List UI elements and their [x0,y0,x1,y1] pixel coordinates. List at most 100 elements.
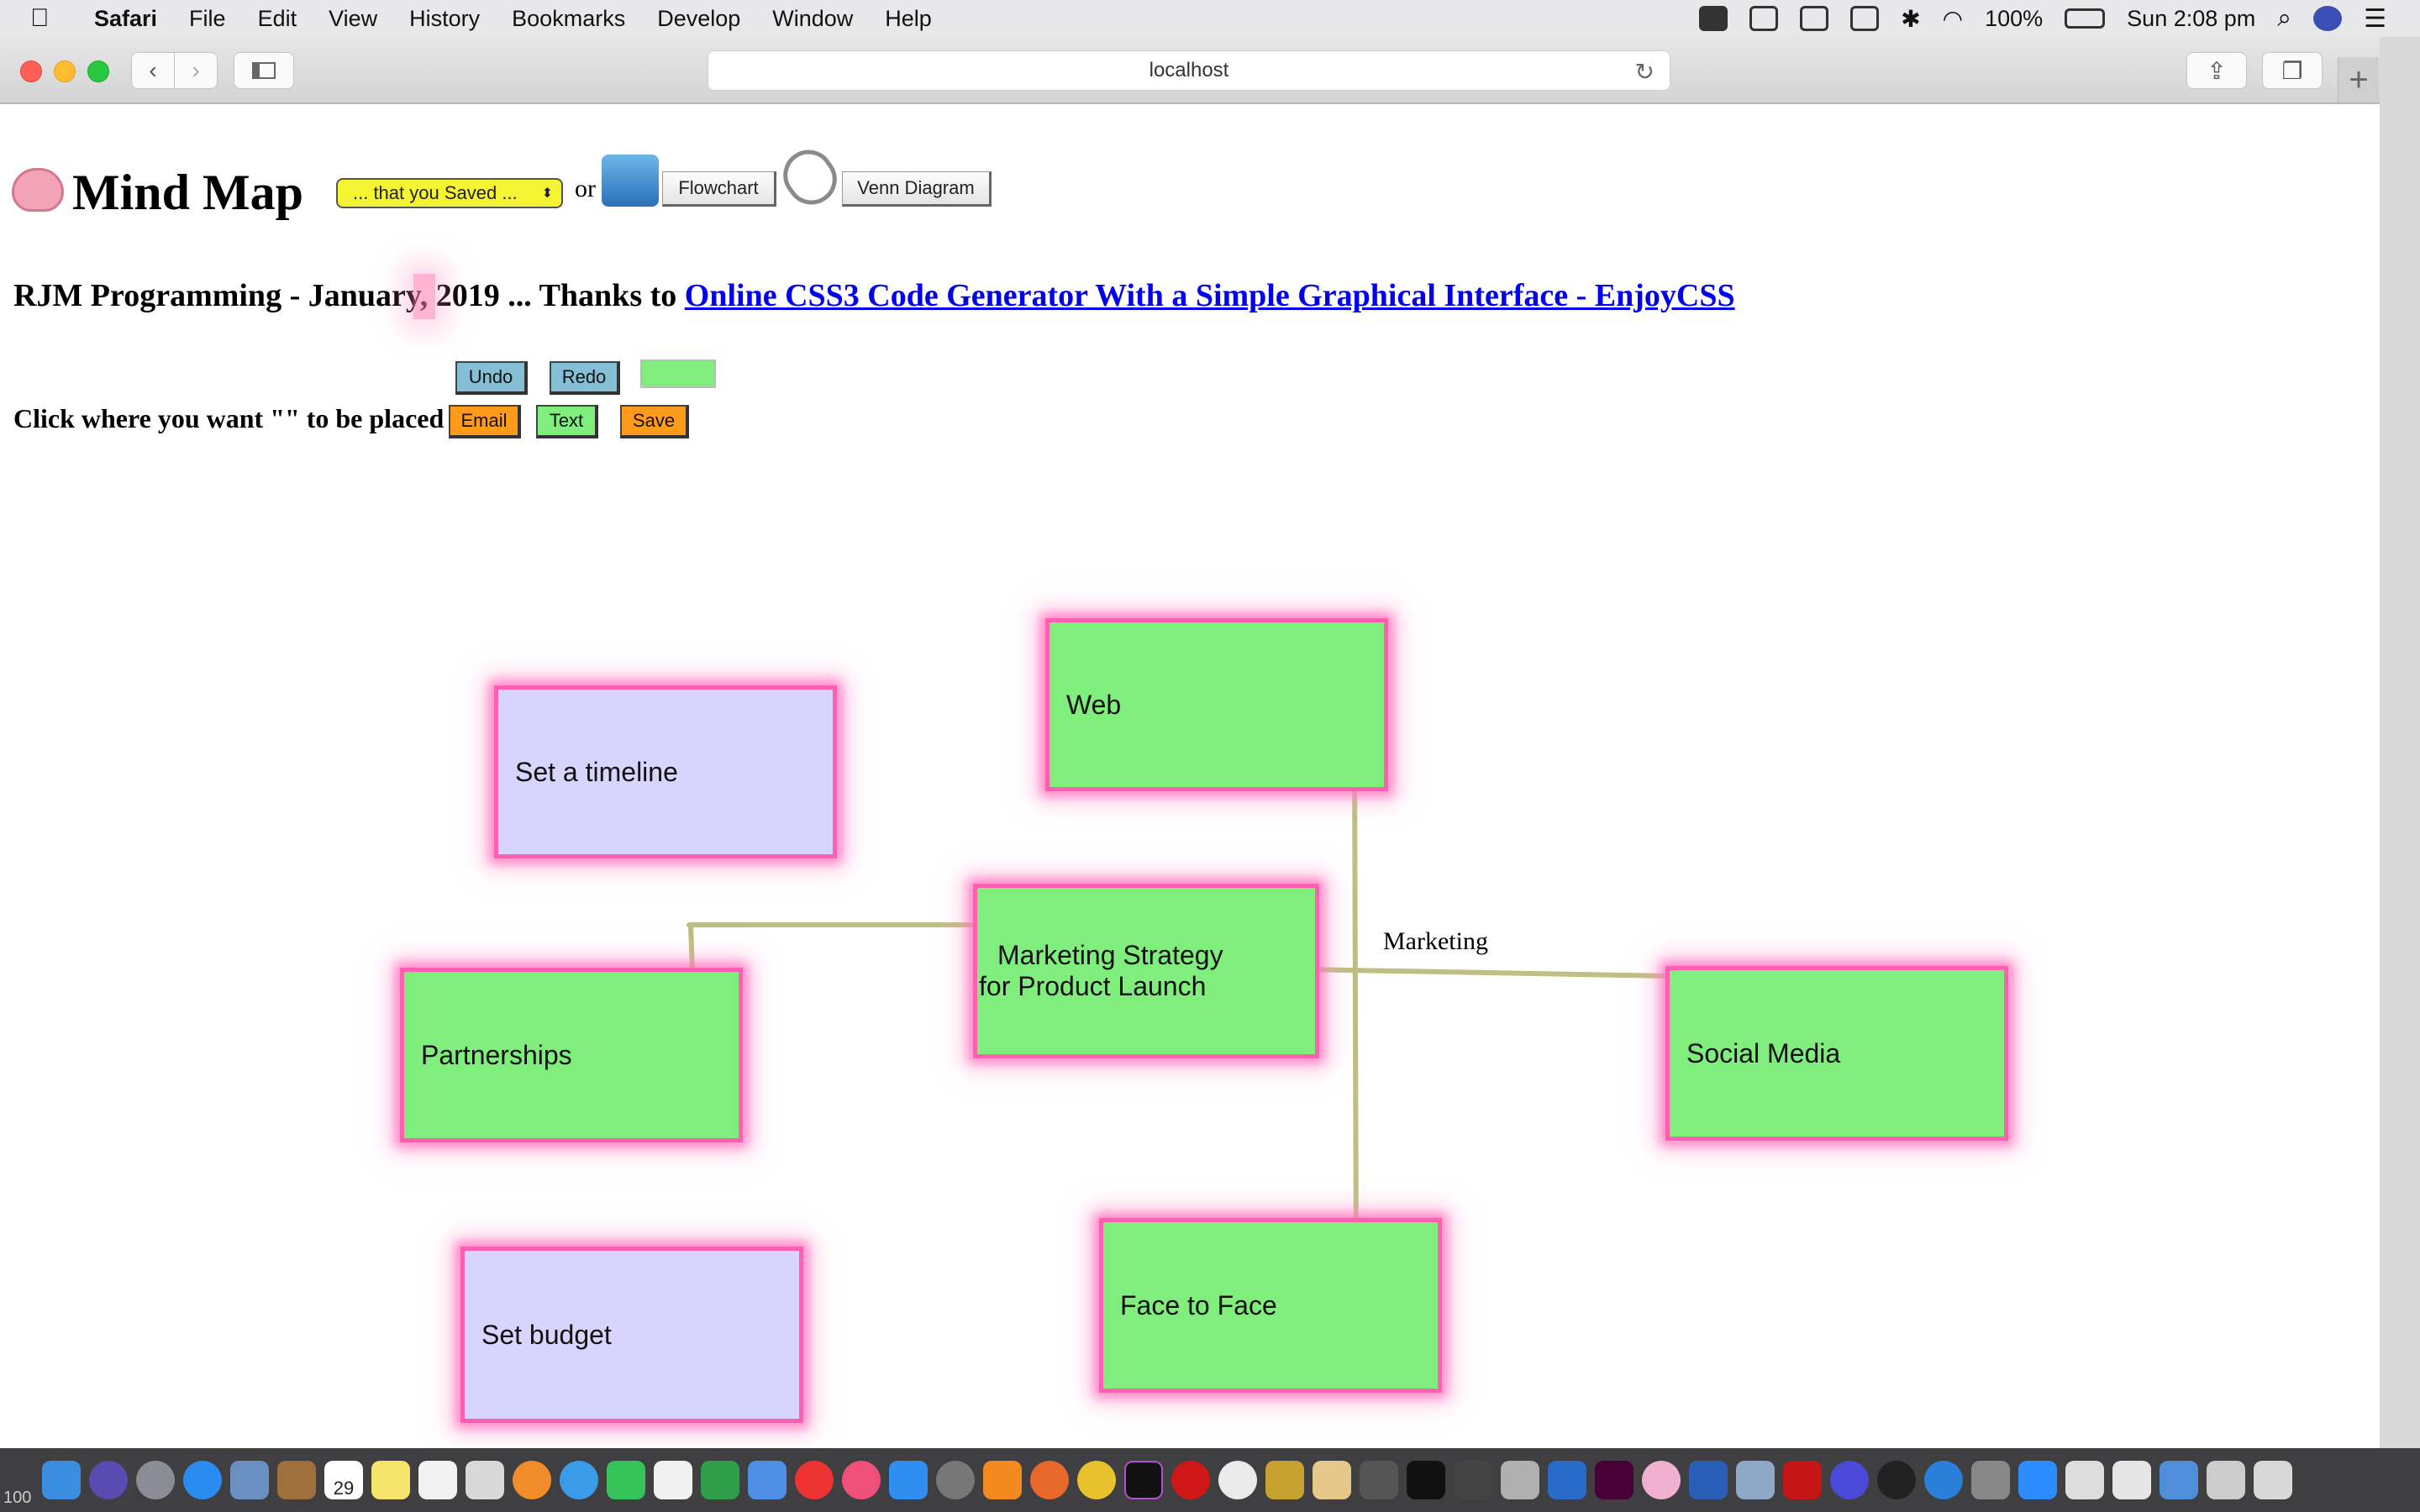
document-icon[interactable] [2065,1461,2104,1499]
spotlight-search-icon[interactable]: ⌕ [2277,4,2292,32]
siri-icon[interactable] [2313,6,2343,31]
quicktime-icon[interactable] [1924,1461,1963,1499]
back-button[interactable]: ‹ [131,52,175,89]
chrome-icon[interactable] [1077,1461,1116,1499]
filezilla-icon[interactable] [1783,1461,1822,1499]
battery-percent: 100% [1985,5,2044,31]
text-button[interactable]: Text [536,405,598,438]
menu-edit[interactable]: Edit [257,5,297,31]
font-app-icon[interactable] [1877,1461,1916,1499]
paperclip-icon[interactable] [773,139,847,215]
mindmap-node-social-media[interactable]: Social Media [1665,966,2008,1141]
messages-icon[interactable] [560,1461,598,1499]
menu-view[interactable]: View [329,5,378,31]
keynote-icon[interactable] [748,1461,786,1499]
flash-icon[interactable] [1689,1461,1728,1499]
share-button[interactable]: ⇪ [2186,52,2247,89]
mindmap-node-web[interactable]: Web [1045,618,1388,791]
airplay-icon[interactable] [1850,6,1880,31]
filezilla-server-icon[interactable] [1501,1461,1539,1499]
minimize-window-button[interactable] [54,60,76,82]
reminders-icon[interactable] [418,1461,457,1499]
calendar-icon[interactable]: 29 [324,1461,363,1499]
forward-button[interactable]: › [174,52,218,89]
audacity-icon[interactable] [1830,1461,1869,1499]
facetime-icon[interactable] [607,1461,645,1499]
clock[interactable]: Sun 2:08 pm [2127,5,2256,31]
r-icon[interactable] [1548,1461,1586,1499]
utility-icon[interactable] [1360,1461,1398,1499]
tool-tray-icon[interactable] [1749,6,1779,31]
automator-icon[interactable] [1971,1461,2010,1499]
folder-stack-icon[interactable] [2207,1461,2245,1499]
malwarebytes-icon[interactable] [1800,6,1829,31]
zoom-tray-icon[interactable] [1699,6,1728,31]
zoom-app-icon[interactable] [2018,1461,2057,1499]
opera-icon[interactable] [1171,1461,1210,1499]
adobe-xd-icon[interactable] [1595,1461,1634,1499]
menu-develop[interactable]: Develop [657,5,741,31]
app-store-icon[interactable] [889,1461,928,1499]
tabs-overview-button[interactable]: ❐ [2262,52,2323,89]
trash-icon[interactable] [2254,1461,2292,1499]
photos-icon[interactable] [513,1461,551,1499]
color-picker[interactable] [640,360,716,388]
venn-diagram-button[interactable]: Venn Diagram [842,171,992,207]
email-button[interactable]: Email [449,405,521,438]
mindmap-node-center[interactable]: Marketing Strategy for Product Launch [973,884,1319,1058]
launchpad-icon[interactable] [136,1461,175,1499]
mindmap-node-partnerships[interactable]: Partnerships [400,968,743,1142]
mindmap-node-budget[interactable]: Set budget [460,1247,803,1423]
wave-icon[interactable] [602,155,659,207]
enjoycss-link[interactable]: Online CSS3 Code Generator With a Simple… [684,278,1735,313]
preview-icon[interactable] [230,1461,269,1499]
menu-file[interactable]: File [189,5,226,31]
notification-center-icon[interactable]: ☰ [2364,4,2386,33]
menu-app-name[interactable]: Safari [94,5,158,31]
reload-icon[interactable]: ↻ [1634,59,1655,85]
photo-booth-icon[interactable] [466,1461,504,1499]
finder-icon[interactable] [42,1461,81,1499]
bluetooth-icon[interactable]: ✱ [1901,5,1921,32]
mindmap-node-face-to-face[interactable]: Face to Face [1099,1218,1442,1393]
menu-history[interactable]: History [409,5,481,31]
numbers-icon[interactable] [701,1461,739,1499]
music-icon[interactable] [842,1461,881,1499]
save-button[interactable]: Save [620,405,689,438]
terminal-icon[interactable] [1407,1461,1445,1499]
pages-icon[interactable] [654,1461,692,1499]
color-app-icon[interactable] [1642,1461,1681,1499]
menu-help[interactable]: Help [885,5,932,31]
firefox-icon[interactable] [1030,1461,1069,1499]
apple-icon[interactable]:  [30,4,64,33]
undo-button[interactable]: Undo [455,361,528,395]
phpstorm-icon[interactable] [1124,1461,1163,1499]
screenshot-icon[interactable] [2160,1461,2198,1499]
address-bar[interactable]: localhost ↻ [708,50,1670,91]
wifi-icon[interactable]: ◠ [1942,5,1964,32]
battery-icon[interactable] [2065,8,2106,29]
sidebar-toggle-button[interactable] [234,52,294,89]
menu-bookmarks[interactable]: Bookmarks [512,5,626,31]
system-preferences-icon[interactable] [936,1461,975,1499]
zoom-window-button[interactable] [87,60,109,82]
close-window-button[interactable] [20,60,42,82]
stickies-icon[interactable] [371,1461,410,1499]
avast-icon[interactable] [983,1461,1022,1499]
siri-dock-icon[interactable] [89,1461,128,1499]
flowchart-button[interactable]: Flowchart [662,171,776,207]
gimp-icon[interactable] [1454,1461,1492,1499]
downloads-stack-icon[interactable] [2112,1461,2151,1499]
menu-window[interactable]: Window [772,5,854,31]
mindmap-node-timeline[interactable]: Set a timeline [494,685,837,858]
redo-button[interactable]: Redo [550,361,620,395]
cyberduck-icon[interactable] [1265,1461,1304,1499]
safari-icon[interactable] [183,1461,222,1499]
script-editor-icon[interactable] [1313,1461,1351,1499]
sequel-pro-icon[interactable] [1218,1461,1257,1499]
saved-maps-select[interactable]: ... that you Saved ... ⬍ [336,178,563,208]
new-tab-button[interactable]: + [2338,57,2379,102]
mail-drive-icon[interactable] [1736,1461,1775,1499]
news-icon[interactable] [795,1461,834,1499]
notes-book-icon[interactable] [277,1461,316,1499]
